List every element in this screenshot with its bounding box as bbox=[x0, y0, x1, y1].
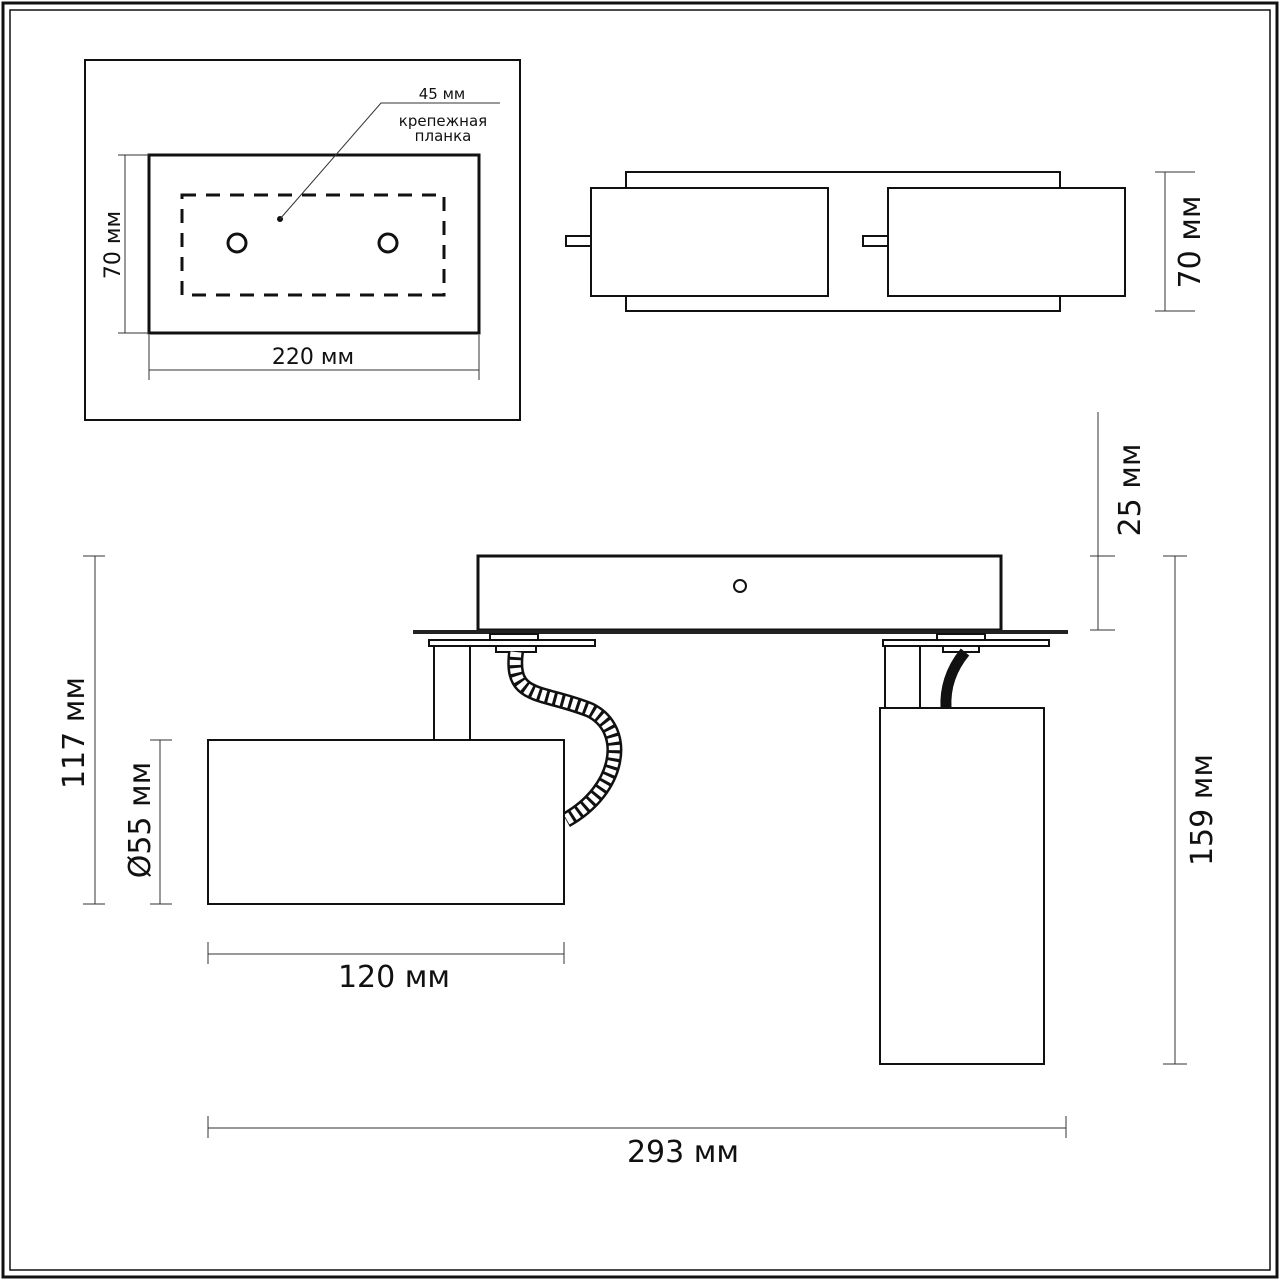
bracket-label-line1: крепежная bbox=[399, 112, 487, 130]
knob-icon bbox=[565, 235, 592, 247]
total-width-label: 293 мм bbox=[627, 1135, 739, 1170]
base-height-label: 25 мм bbox=[1113, 444, 1148, 537]
screw-hole-icon bbox=[377, 232, 399, 254]
mounting-bracket-outline bbox=[180, 193, 446, 297]
mounting-plate bbox=[413, 630, 1068, 634]
bracket-label-line2: планка bbox=[415, 127, 472, 145]
side-view bbox=[83, 412, 1187, 1138]
front-view bbox=[565, 171, 1195, 312]
spotlight-horizontal bbox=[207, 739, 565, 905]
bracket-width-label: 45 мм bbox=[419, 85, 466, 103]
right-height-label: 159 мм bbox=[1185, 754, 1220, 866]
inner-frame bbox=[9, 9, 1271, 1271]
screw-hole-icon bbox=[226, 232, 248, 254]
spotlight-right bbox=[887, 187, 1126, 297]
spotlight-vertical bbox=[879, 707, 1045, 1065]
top-view-inset bbox=[84, 59, 521, 421]
top-height-label: 70 мм bbox=[101, 211, 126, 279]
left-height-label: 117 мм bbox=[57, 677, 92, 789]
base-plate-outline bbox=[147, 153, 481, 335]
diameter-label: Ø55 мм bbox=[123, 762, 158, 879]
spotlight-left bbox=[590, 187, 829, 297]
front-height-label: 70 мм bbox=[1173, 196, 1208, 289]
ceiling-box bbox=[476, 554, 1003, 632]
shade-length-label: 120 мм bbox=[338, 960, 450, 995]
knob-icon bbox=[862, 235, 889, 247]
top-width-label: 220 мм bbox=[272, 345, 354, 370]
cable-black bbox=[940, 648, 970, 709]
